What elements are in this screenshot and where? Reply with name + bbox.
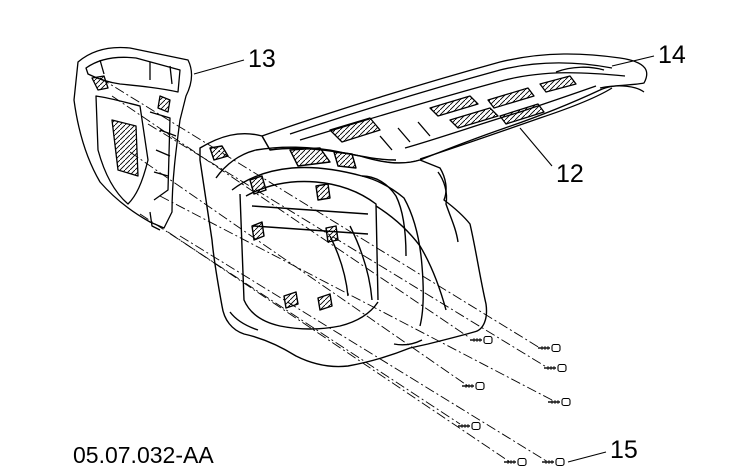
leader-line-12 bbox=[519, 127, 553, 167]
leader-line-15 bbox=[567, 451, 607, 463]
alignment-lines bbox=[99, 77, 553, 463]
leader-lines bbox=[193, 55, 655, 463]
mounting-screw bbox=[543, 363, 567, 373]
front-fairing-body bbox=[199, 133, 488, 368]
mounting-screw bbox=[503, 457, 527, 467]
mounting-screw bbox=[457, 421, 481, 431]
figure-reference-code: 05.07.032-AA bbox=[73, 442, 214, 468]
left-side-panel bbox=[73, 46, 193, 231]
mounting-screw bbox=[469, 335, 493, 345]
leader-line-14 bbox=[611, 55, 655, 67]
mounting-screw bbox=[537, 343, 561, 353]
callout-15: 15 bbox=[610, 436, 638, 464]
mounting-screws bbox=[457, 335, 571, 467]
mounting-screw bbox=[461, 381, 485, 391]
leader-line-13 bbox=[193, 59, 245, 75]
callout-12: 12 bbox=[556, 160, 584, 188]
upper-deck-panel bbox=[261, 53, 648, 164]
callout-14: 14 bbox=[658, 41, 686, 69]
mounting-screw bbox=[541, 457, 565, 467]
callout-13: 13 bbox=[248, 45, 276, 73]
